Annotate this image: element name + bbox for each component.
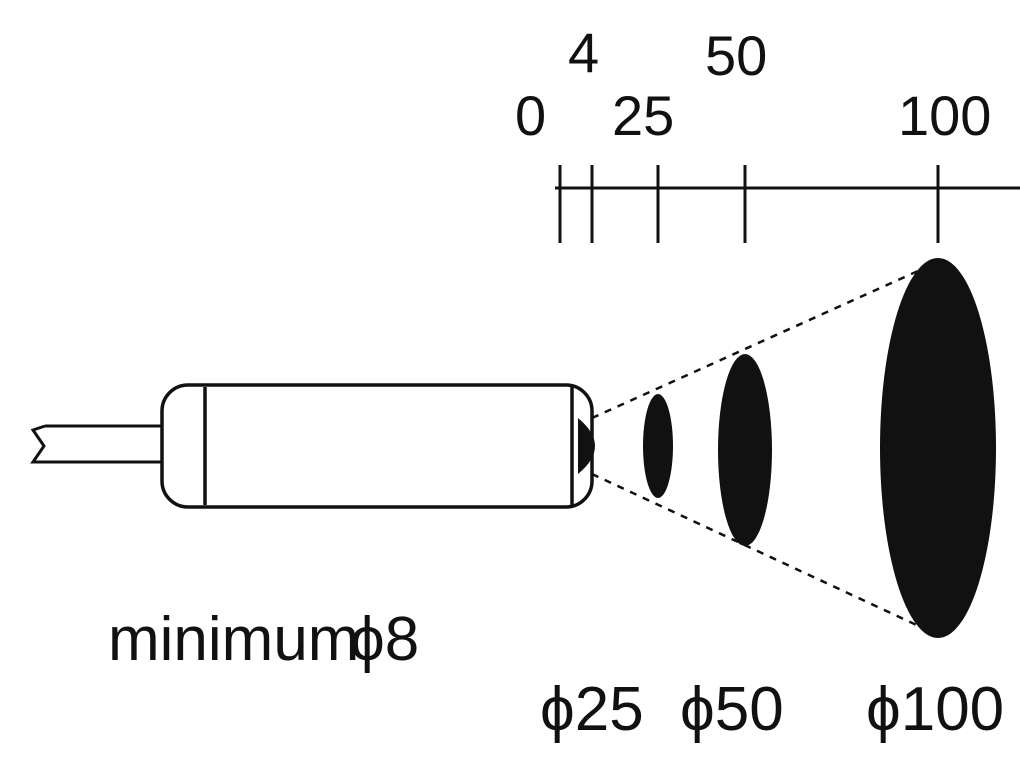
scale-label-50: 50 xyxy=(705,24,767,87)
sensor-lens xyxy=(578,418,595,474)
spot-50-label: ϕ50 xyxy=(680,675,784,744)
spot-25 xyxy=(643,394,673,498)
spot-50 xyxy=(718,354,772,546)
spot-100 xyxy=(880,258,996,638)
scale-label-25: 25 xyxy=(612,84,674,147)
scale-label-4: 4 xyxy=(568,21,599,84)
scale-label-0: 0 xyxy=(515,84,546,147)
spot-25-label: ϕ25 xyxy=(540,675,644,744)
sensor-body xyxy=(160,383,594,509)
sensor-cable xyxy=(30,424,165,464)
scale-label-100: 100 xyxy=(898,84,991,147)
minimum-label: minimum xyxy=(108,605,359,674)
spot-100-label: ϕ100 xyxy=(866,675,1004,744)
minimum-diameter-label: ϕ8 xyxy=(350,605,419,674)
distance-scale xyxy=(555,165,1020,243)
